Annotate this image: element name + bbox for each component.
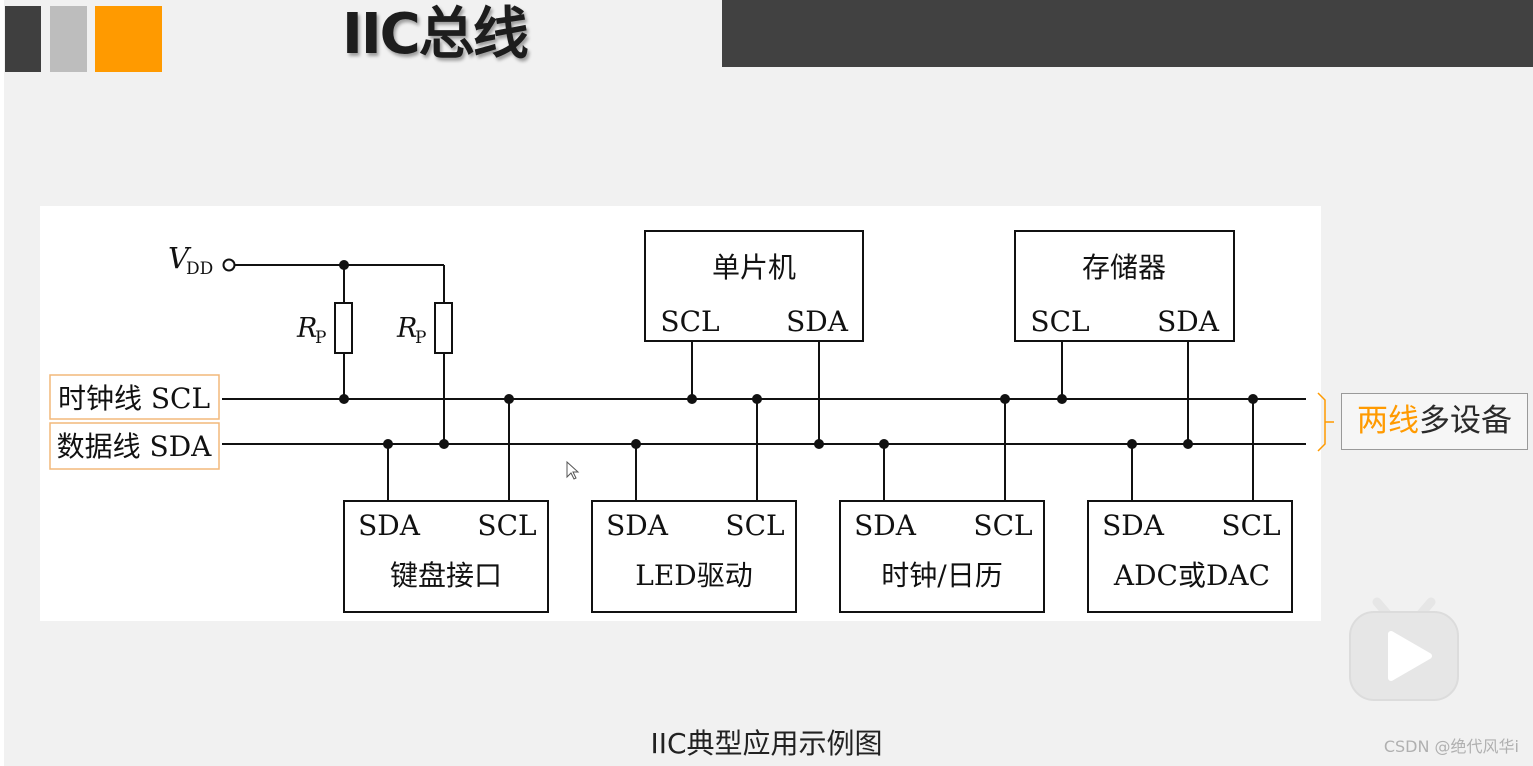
callout-highlight: 两线 [1357,403,1419,439]
device-name: ADC或DAC [1113,559,1270,592]
title-block-dark [5,6,41,72]
device-pin-label: SCL [973,509,1032,542]
rp2-subscript: P [415,328,426,348]
callout-text: 多设备 [1419,403,1512,439]
cursor-icon [566,460,580,480]
title-block-orange [95,6,162,72]
bus-bracket [1317,392,1334,452]
vdd-subscript: DD [186,259,213,279]
device-name: 时钟/日历 [881,559,1002,592]
vdd-symbol: V [168,241,192,275]
vdd-terminal [222,258,236,272]
junction-dot [814,439,824,449]
device-box-keyboard [343,500,549,613]
rp2-resistor [434,302,453,354]
device-pin-label: SCL [477,509,536,542]
device-pin-label: SDA [1102,509,1165,542]
device-box-mcu [644,230,864,342]
device-name: 键盘接口 [390,559,502,592]
device-box-memory [1014,230,1235,342]
figure-caption: IIC典型应用示例图 [650,727,883,760]
device-name: 存储器 [1082,251,1166,284]
rp1-subscript: P [315,328,326,348]
junction-dot [1057,394,1067,404]
junction-dot [1000,394,1010,404]
rp1-resistor [334,302,353,354]
device-pin-label: SCL [1221,509,1280,542]
junction-dot [687,394,697,404]
junction-dot [1183,439,1193,449]
play-icon[interactable] [1347,594,1461,704]
junction-dot [879,439,889,449]
junction-dot [339,394,349,404]
watermark: CSDN @绝代风华i [1383,737,1519,756]
device-pin-label: SDA [1157,305,1220,338]
junction-dot [383,439,393,449]
device-box-clock [839,500,1045,613]
device-pin-label: SDA [786,305,849,338]
junction-dot [752,394,762,404]
junction-dot [1248,394,1258,404]
device-pin-label: SDA [358,509,421,542]
left-edge [0,0,4,766]
scl-line-label: 时钟线 SCL [58,382,210,415]
rp2-symbol: R [396,313,417,344]
junction-dot [504,394,514,404]
junction-dot [631,439,641,449]
device-name: 单片机 [712,251,796,284]
device-pin-label: SDA [854,509,917,542]
slide-title: IIC总线 [342,2,529,67]
scl-label-frame [49,374,220,420]
sda-line-label: 数据线 SDA [57,430,213,463]
header-bar [722,0,1533,67]
diagram-panel [40,206,1321,621]
two-wire-callout: 两线多设备 [1341,393,1528,450]
device-pin-label: SCL [660,305,719,338]
rp1-symbol: R [296,313,317,344]
device-pin-label: SCL [725,509,784,542]
title-block-grey [50,6,87,72]
junction-dot [339,260,349,270]
junction-dot [1127,439,1137,449]
junction-dot [439,439,449,449]
device-box-adc [1087,500,1293,613]
device-name: LED驱动 [635,559,752,592]
device-pin-label: SDA [606,509,669,542]
device-box-led [591,500,797,613]
sda-label-frame [49,422,220,470]
device-pin-label: SCL [1030,305,1089,338]
